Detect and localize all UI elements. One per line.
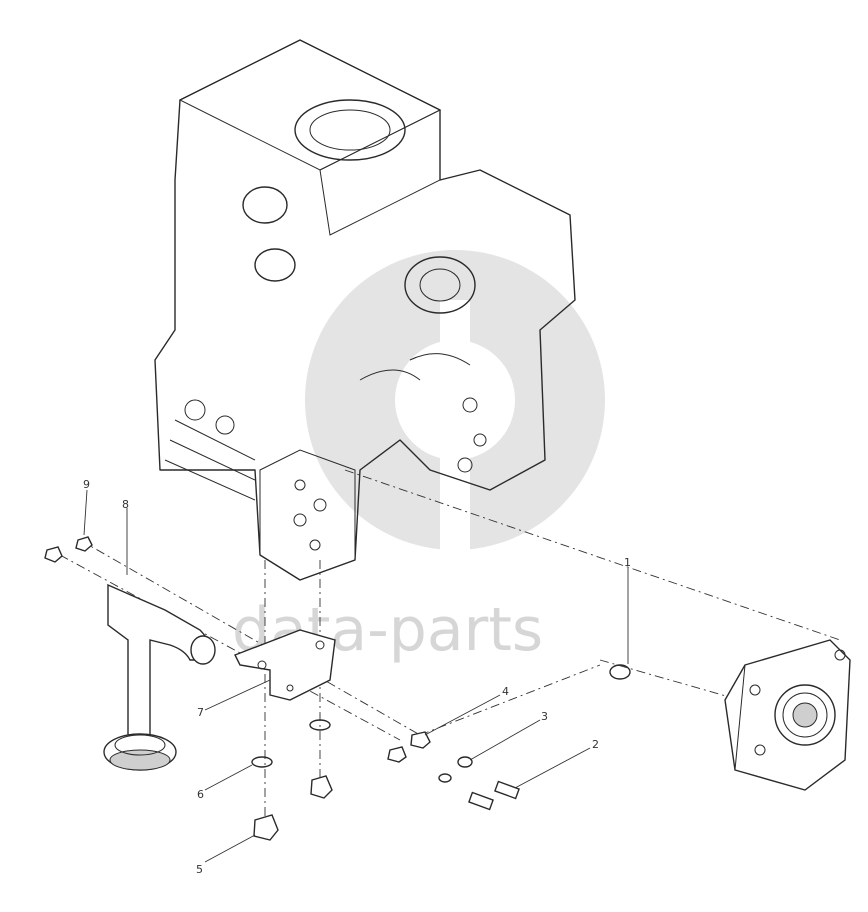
callouts: 1 2 3 4 5 6 7 8 9 xyxy=(83,478,631,876)
pickup-tube xyxy=(103,583,216,771)
callout-7: 7 xyxy=(197,706,204,719)
washer-small-icon xyxy=(438,773,452,783)
washer-6-icon xyxy=(251,756,273,768)
callout-9: 9 xyxy=(83,478,90,491)
nut-5-icon xyxy=(253,814,279,841)
nut-center-icon xyxy=(310,775,333,799)
bracket xyxy=(234,629,336,701)
o-ring xyxy=(609,664,631,680)
nut-left-icon xyxy=(44,546,63,563)
oil-pump xyxy=(724,639,851,791)
bolt-lower-icon xyxy=(468,791,494,811)
callout-8: 8 xyxy=(122,498,129,511)
nut-9-icon xyxy=(75,536,93,552)
washer-center-icon xyxy=(309,719,331,731)
bolt-2-icon xyxy=(494,780,520,800)
callout-4: 4 xyxy=(502,685,509,698)
nut-4-icon xyxy=(410,731,431,749)
callout-5: 5 xyxy=(196,863,203,876)
leader-lines xyxy=(83,489,629,863)
assembly-lines xyxy=(59,469,841,830)
callout-2: 2 xyxy=(592,738,599,751)
callout-6: 6 xyxy=(197,788,204,801)
nut-row-icon xyxy=(387,746,407,763)
hardware xyxy=(44,536,520,841)
callout-1: 1 xyxy=(624,556,631,569)
watermark: data-parts xyxy=(232,250,605,665)
engine-block xyxy=(154,39,576,581)
washer-3-icon xyxy=(457,756,473,768)
callout-3: 3 xyxy=(541,710,548,723)
